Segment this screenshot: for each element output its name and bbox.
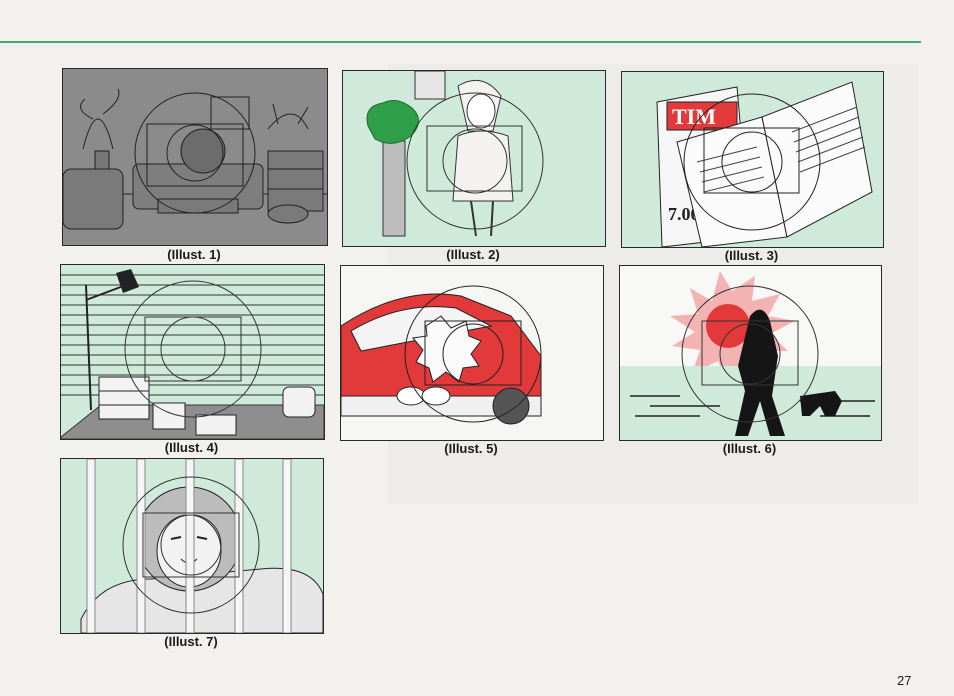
page-number: 27	[897, 673, 912, 688]
illustration-7-frame	[60, 458, 324, 634]
illustration-5-frame	[340, 265, 604, 441]
illustration-1-caption: (Illust. 1)	[167, 247, 221, 262]
illustration-6-caption: (Illust. 6)	[722, 441, 777, 456]
illustration-3-frame: TIM 7.00	[621, 71, 884, 248]
header-rule	[0, 41, 921, 43]
illustration-7-caption: (Illust. 7)	[164, 634, 218, 649]
illustration-5-caption: (Illust. 5)	[444, 441, 498, 456]
illustration-3-caption: (Illust. 3)	[724, 248, 779, 263]
magazine-masthead: TIM	[672, 104, 716, 129]
illustration-2-frame	[342, 70, 606, 247]
illustration-4-frame	[60, 264, 325, 440]
illustration-2-caption: (Illust. 2)	[446, 247, 500, 262]
illustration-4-caption: (Illust. 4)	[164, 440, 219, 455]
illustration-6-frame	[619, 265, 882, 441]
magazine-price: 7.00	[668, 204, 700, 224]
illustration-1-frame	[62, 68, 328, 246]
